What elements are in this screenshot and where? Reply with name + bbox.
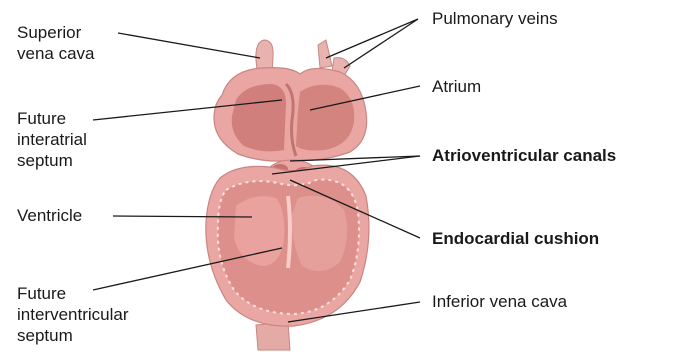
label-ventricle: Ventricle <box>17 205 82 226</box>
label-future-interatrial-septum: Future interatrial septum <box>17 108 87 171</box>
right-ventricle-lumen <box>292 196 347 271</box>
leader-pulmonary-vein-2 <box>344 19 418 68</box>
interventricular-septum <box>288 196 290 268</box>
label-endocardial-cushion: Endocardial cushion <box>432 228 599 249</box>
label-future-interventricular-septum: Future interventricular septum <box>17 283 129 346</box>
leader-pulmonary-vein-1 <box>326 19 418 58</box>
pulmonary-vein-left <box>318 40 332 68</box>
label-atrium: Atrium <box>432 76 481 97</box>
leader-superior-vena-cava <box>118 33 260 58</box>
label-pulmonary-veins: Pulmonary veins <box>432 8 558 29</box>
label-superior-vena-cava: Superior vena cava <box>17 22 95 64</box>
label-atrioventricular-canals: Atrioventricular canals <box>432 145 616 166</box>
label-inferior-vena-cava: Inferior vena cava <box>432 291 567 312</box>
